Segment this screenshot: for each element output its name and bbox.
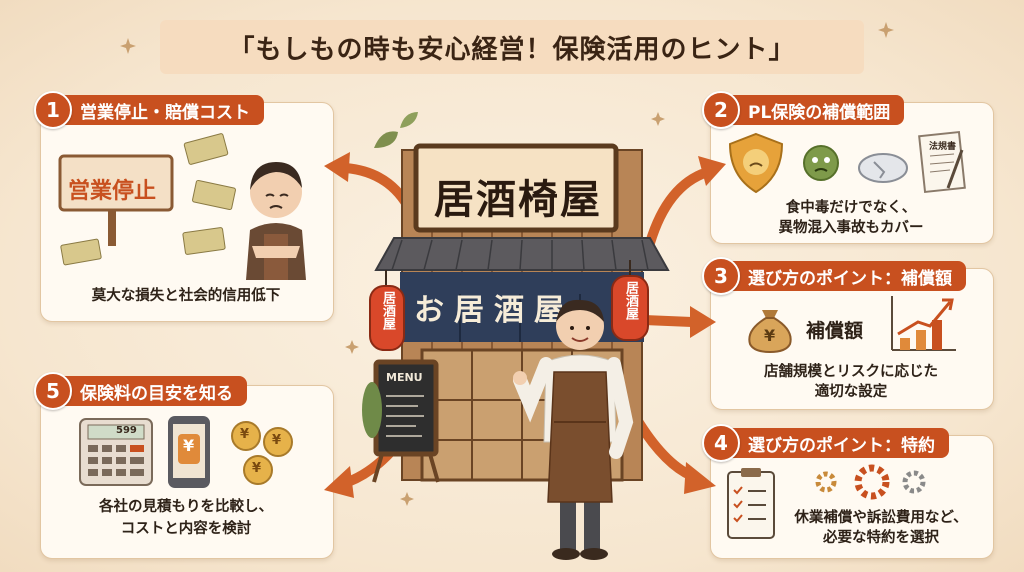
money-bills-icon (60, 238, 102, 266)
card-1-text: 莫大な損失と社会的信用低下 (91, 288, 281, 304)
calculator-icon (79, 418, 153, 486)
worried-owner-illustration (246, 162, 306, 280)
card-5-number: 5 (34, 372, 72, 410)
sparkle-icon (400, 492, 414, 506)
page-title: 「もしもの時も安心経営！保険活用のヒント」 (228, 34, 796, 65)
leaf-icon (374, 131, 398, 148)
card-3-header: 3 選び方のポイント：補償額 (702, 257, 966, 295)
card-3-number: 3 (702, 257, 740, 295)
money-bag-icon (748, 310, 792, 354)
smartphone-icon (168, 416, 210, 488)
card-3-heading: 選び方のポイント：補償額 (726, 261, 966, 291)
right-lantern-text: 居酒屋 (623, 281, 638, 320)
closed-sign-illustration (58, 154, 174, 246)
money-bills-icon (182, 133, 236, 255)
left-lantern-text: 居酒屋 (380, 291, 395, 330)
card-4-header: 4 選び方のポイント：特約 (702, 424, 949, 462)
card-3-text-line-2: 適切な設定 (814, 384, 888, 400)
phone-yen-symbol: ¥ (183, 436, 195, 455)
card-2-text-line-1: 食中毒だけでなく、 (785, 200, 917, 216)
clipboard-checklist-icon (727, 468, 775, 539)
coin-yen-symbol: ¥ (240, 427, 250, 442)
closed-sign-text: 営業停止 (68, 179, 157, 204)
shop-owner-illustration (513, 299, 634, 560)
card-5-header: 5 保険料の目安を知る (34, 372, 247, 410)
izakaya-sign-text: 居酒椅屋 (434, 176, 602, 223)
sparkle-icon (345, 340, 359, 354)
shield-icon (728, 132, 784, 194)
noren-text: お居酒屋 (414, 293, 574, 328)
germ-icon (803, 145, 839, 181)
card-2-text-line-2: 異物混入事故もカバー (778, 220, 924, 236)
card-1-number: 1 (34, 91, 72, 129)
card-1-heading: 営業停止・賠償コスト (58, 95, 264, 125)
card-1-header: 1 営業停止・賠償コスト (34, 91, 264, 129)
card-2-heading: PL保険の補償範囲 (726, 95, 905, 125)
gears-icon (815, 464, 926, 500)
card-2-number: 2 (702, 91, 740, 129)
card-5-text-line-2: コストと内容を検討 (120, 521, 252, 537)
sparkle-icon (651, 112, 665, 126)
menu-board-text: MENU (386, 371, 423, 384)
legal-document-icon (918, 130, 966, 194)
growth-chart-icon (891, 296, 956, 351)
coin-yen-symbol: ¥ (252, 461, 262, 476)
card-4-number: 4 (702, 424, 740, 462)
card-2-header: 2 PL保険の補償範囲 (702, 91, 905, 129)
coin-yen-symbol: ¥ (272, 433, 282, 448)
card-5-text-line-1: 各社の見積もりを比較し、 (99, 499, 273, 515)
card-4-text-line-1: 休業補償や訴訟費用など、 (794, 510, 968, 526)
money-bag-yen-symbol: ¥ (764, 326, 776, 345)
broken-plate-icon (858, 153, 908, 183)
sparkle-icon (120, 38, 136, 54)
card-4-heading: 選び方のポイント：特約 (726, 428, 949, 458)
card-5-heading: 保険料の目安を知る (58, 376, 247, 406)
title-banner: 「もしもの時も安心経営！保険活用のヒント」 (160, 20, 864, 74)
coverage-amount-label: 補償額 (806, 320, 864, 342)
legal-document-label: 法規書 (929, 142, 957, 152)
calculator-display: 599 (116, 425, 137, 436)
card-3-text-line-1: 店舗規模とリスクに応じた (764, 364, 938, 380)
card-4-text-line-2: 必要な特約を選択 (823, 530, 939, 546)
sparkle-icon (878, 22, 894, 38)
arrow-to-card-2 (643, 156, 726, 255)
arrow-to-card-3 (639, 306, 716, 338)
leaf-icon (400, 112, 418, 128)
yen-coins-icon (231, 421, 293, 485)
